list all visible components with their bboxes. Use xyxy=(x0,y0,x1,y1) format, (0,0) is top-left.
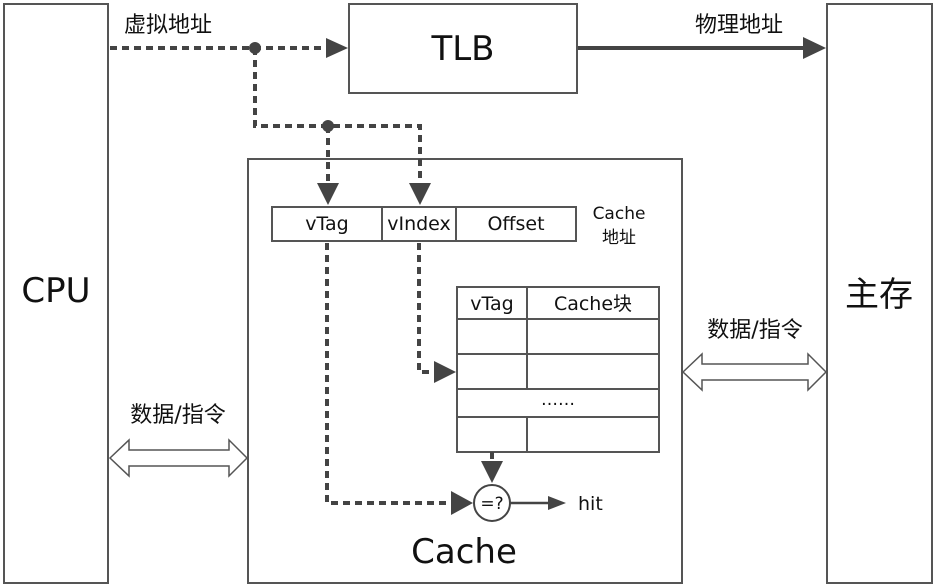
cache-label: Cache xyxy=(411,532,517,572)
cpu-label: CPU xyxy=(21,271,90,311)
cpu-block: CPU xyxy=(3,3,109,584)
arrowhead-down-to-comparator xyxy=(481,461,503,483)
main-memory-label: 主存 xyxy=(845,275,913,315)
cpu-cache-double-arrow xyxy=(108,438,249,478)
field-offset xyxy=(455,206,577,242)
field-offset-label: Offset xyxy=(487,213,544,235)
field-vtag-label: vTag xyxy=(305,213,348,235)
table-row xyxy=(456,416,528,453)
cache-address-label-2: 地址 xyxy=(602,228,636,248)
hit-label: hit xyxy=(578,493,603,515)
table-row xyxy=(526,318,660,355)
table-row xyxy=(526,353,660,390)
arrowhead-to-main-memory xyxy=(803,37,826,59)
comparator-label: =? xyxy=(480,494,503,514)
cache-memory-double-arrow xyxy=(681,352,828,392)
tlb-label: TLB xyxy=(430,29,494,69)
cpu-cache-data-label: 数据/指令 xyxy=(130,403,225,428)
comparator: =? xyxy=(473,484,511,522)
arrowhead-to-table xyxy=(434,361,456,383)
virtual-address-branch-line xyxy=(253,48,422,185)
cache-table: vTag Cache块 …… xyxy=(456,286,660,453)
main-memory-block: 主存 xyxy=(826,3,933,584)
cache-memory-data-label: 数据/指令 xyxy=(707,318,802,343)
arrowhead-to-vtag xyxy=(317,183,339,205)
cache-address: vTag vIndex Offset Cache 地址 xyxy=(271,204,646,248)
table-header-vtag: vTag xyxy=(470,293,513,315)
cache-address-label: Cache xyxy=(593,204,646,224)
tlb-block: TLB xyxy=(348,3,578,94)
physical-address-label: 物理地址 xyxy=(695,13,783,38)
table-row xyxy=(456,353,528,390)
table-row xyxy=(526,416,660,453)
vtag-line xyxy=(325,243,455,505)
table-row xyxy=(456,318,528,355)
vindex-line xyxy=(417,243,440,374)
table-header-cache-block: Cache块 xyxy=(554,293,632,315)
table-ellipsis: …… xyxy=(541,390,575,410)
arrowhead-to-tlb xyxy=(326,38,348,58)
field-vindex xyxy=(381,206,457,242)
arrowhead-hit xyxy=(548,496,566,510)
arrowhead-to-vindex xyxy=(409,183,431,205)
field-vindex-label: vIndex xyxy=(387,213,451,235)
virtual-address-label: 虚拟地址 xyxy=(124,13,212,38)
arrowhead-to-comparator xyxy=(451,491,473,515)
